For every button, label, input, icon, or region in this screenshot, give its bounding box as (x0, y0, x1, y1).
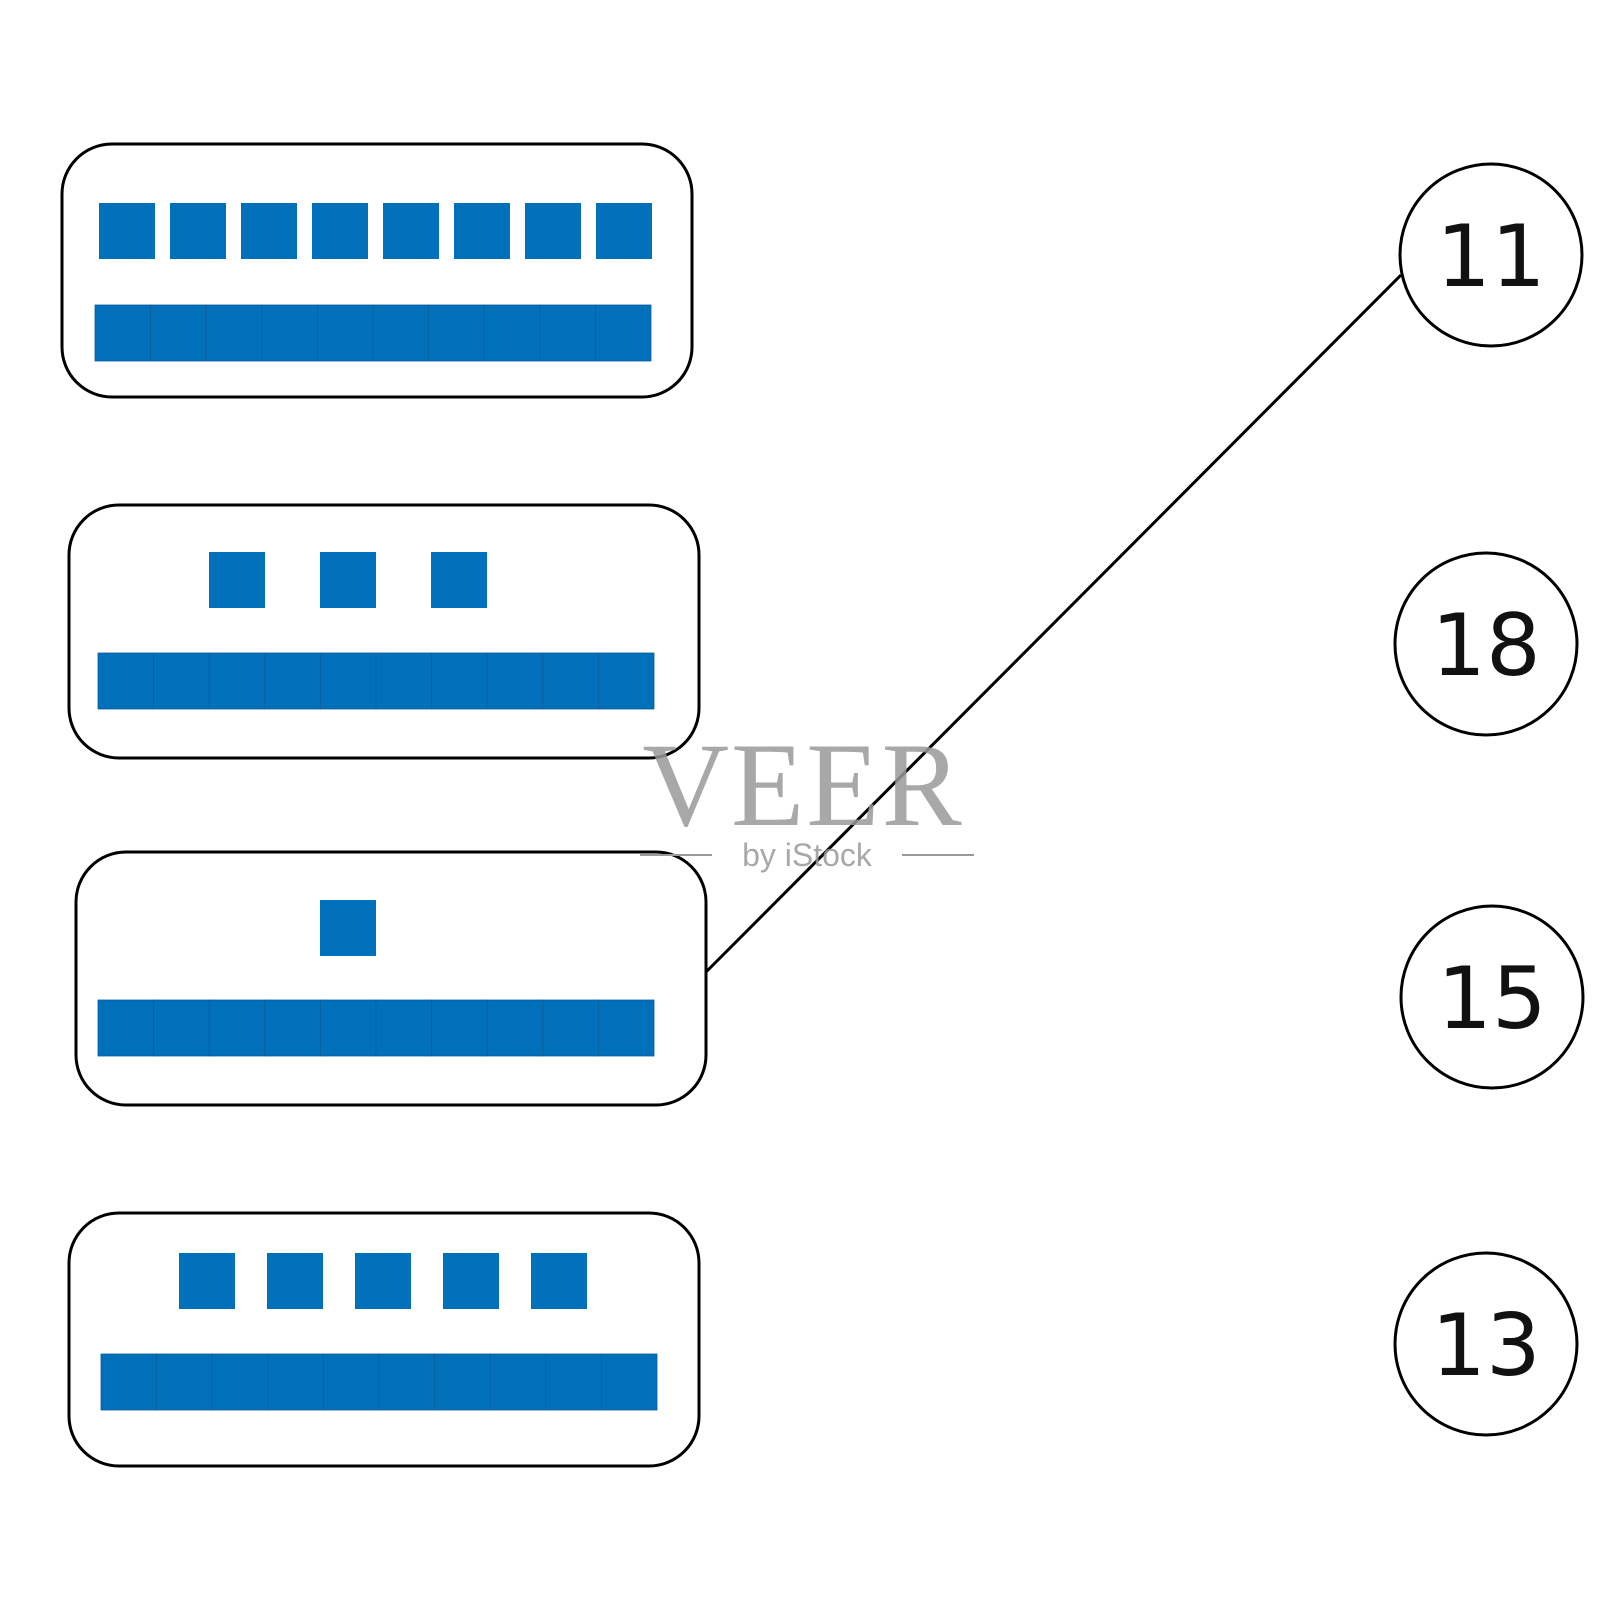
ten-rod-segment (539, 304, 596, 362)
circle-1-outline (1398, 162, 1584, 348)
base-ten-card-4[interactable] (67, 1211, 701, 1468)
ten-rod-segment (598, 999, 655, 1057)
ten-rod-segment (150, 304, 207, 362)
ten-rod-segment (208, 652, 266, 710)
unit-cube (241, 203, 297, 259)
base-ten-card-2[interactable] (67, 503, 701, 760)
circle-4-outline (1393, 1251, 1579, 1437)
unit-cube (312, 203, 368, 259)
card-3-unit-cubes (320, 900, 376, 956)
unit-cube (209, 552, 265, 608)
card-1-frame (60, 142, 694, 399)
ten-rod-segment (372, 304, 429, 362)
ten-rod-segment (267, 1353, 324, 1411)
ten-rod-segment (595, 304, 652, 362)
ten-rod-segment (97, 652, 154, 710)
ten-rod-segment (156, 1353, 213, 1411)
number-circle-3[interactable]: 15 (1399, 904, 1585, 1090)
ten-rod-segment (601, 1353, 658, 1411)
ten-rod-segment (483, 304, 541, 362)
ten-rod-segment (428, 304, 485, 362)
unit-cube (267, 1253, 323, 1309)
ten-rod-segment (375, 652, 432, 710)
ten-rod-segment (316, 304, 374, 362)
match-line-card-3-to-11[interactable] (704, 273, 1403, 974)
unit-cube (443, 1253, 499, 1309)
unit-cube (179, 1253, 235, 1309)
watermark-tagline: by iStock (742, 837, 873, 873)
ten-rod-segment (431, 652, 488, 710)
card-1-ten-rod (94, 304, 652, 362)
ten-rod-segment (208, 999, 266, 1057)
ten-rod-segment (153, 652, 210, 710)
unit-cube (431, 552, 487, 608)
ten-rod-segment (211, 1353, 269, 1411)
circle-3-outline (1399, 904, 1585, 1090)
ten-rod-segment (431, 999, 488, 1057)
watermark-brand: VEER (642, 718, 963, 851)
card-2-ten-rod (97, 652, 655, 710)
circle-2-number: 18 (1431, 596, 1540, 696)
ten-rod-segment (598, 652, 655, 710)
ten-rod-segment (375, 999, 432, 1057)
card-2-frame (67, 503, 701, 760)
unit-cube (531, 1253, 587, 1309)
unit-cube (320, 900, 376, 956)
ten-rod-segment (486, 652, 544, 710)
card-4-unit-cubes (179, 1253, 587, 1309)
ten-rod-segment (322, 1353, 380, 1411)
ten-rod-segment (264, 652, 321, 710)
card-1-unit-cubes (99, 203, 652, 259)
base-ten-card-1[interactable] (60, 142, 694, 399)
ten-rod-segment (542, 999, 599, 1057)
card-3-frame (74, 850, 708, 1107)
ten-rod-segment (319, 999, 377, 1057)
circle-2-outline (1393, 551, 1579, 737)
veer-watermark: VEER by iStock (640, 718, 974, 873)
ten-rod-segment (100, 1353, 157, 1411)
unit-cube (355, 1253, 411, 1309)
card-2-unit-cubes (209, 552, 487, 608)
base-ten-card-3[interactable] (74, 850, 708, 1107)
ten-rod-segment (434, 1353, 491, 1411)
unit-cube (320, 552, 376, 608)
ten-rod-segment (319, 652, 377, 710)
card-4-frame (67, 1211, 701, 1468)
ten-rod-segment (261, 304, 318, 362)
unit-cube (525, 203, 581, 259)
ten-rod-segment (264, 999, 321, 1057)
unit-cube (383, 203, 439, 259)
ten-rod-segment (97, 999, 154, 1057)
ten-rod-segment (153, 999, 210, 1057)
card-3-ten-rod (97, 999, 655, 1057)
ten-rod-segment (545, 1353, 602, 1411)
unit-cube (99, 203, 155, 259)
ten-rod-segment (542, 652, 599, 710)
circle-1-number: 11 (1436, 207, 1545, 307)
card-4-ten-rod (100, 1353, 658, 1411)
ten-rod-segment (486, 999, 544, 1057)
ten-rod-segment (94, 304, 151, 362)
unit-cube (596, 203, 652, 259)
unit-cube (454, 203, 510, 259)
circle-3-number: 15 (1437, 949, 1546, 1049)
ten-rod-segment (489, 1353, 547, 1411)
ten-rod-segment (205, 304, 263, 362)
number-circle-4[interactable]: 13 (1393, 1251, 1579, 1437)
unit-cube (170, 203, 226, 259)
ten-rod-segment (378, 1353, 435, 1411)
circle-4-number: 13 (1431, 1296, 1540, 1396)
number-circle-2[interactable]: 18 (1393, 551, 1579, 737)
number-circle-1[interactable]: 11 (1398, 162, 1584, 348)
